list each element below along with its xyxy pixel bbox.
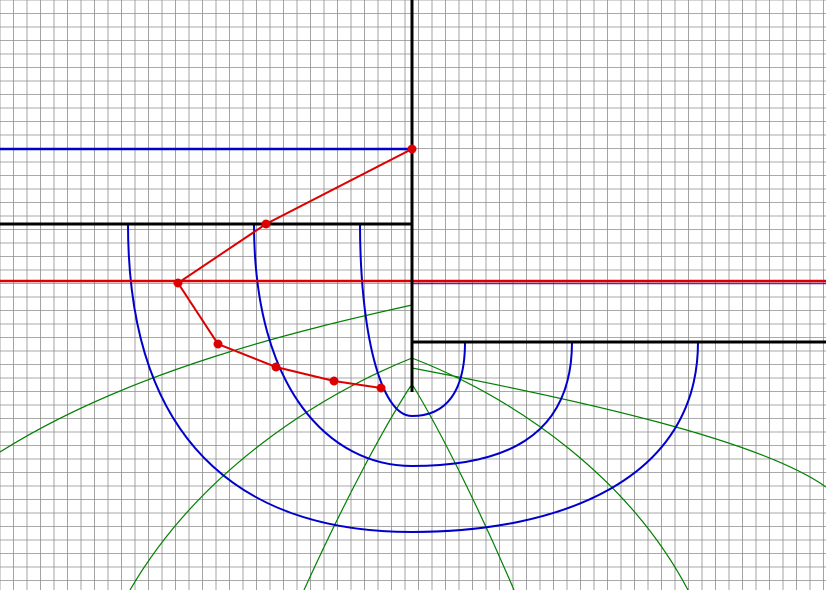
phreatic-point: [213, 339, 223, 349]
flow-line: [411, 383, 515, 590]
phreatic-point: [329, 376, 339, 386]
flow-lines: [0, 304, 826, 590]
flow-line: [303, 383, 413, 590]
equipotential-line: [127, 223, 699, 534]
phreatic-point: [261, 219, 271, 229]
flow-line: [411, 367, 826, 488]
phreatic-point: [376, 383, 386, 393]
equipotential-lines: [127, 223, 699, 534]
equipotential-line: [253, 223, 573, 468]
flow-line: [129, 357, 413, 590]
equipotential-line: [359, 223, 466, 418]
phreatic-point: [407, 144, 417, 154]
phreatic-line: [176, 148, 413, 389]
phreatic-point: [173, 278, 183, 288]
phreatic-point: [271, 362, 281, 372]
phreatic-line-points: [173, 144, 417, 393]
flow-line: [411, 357, 689, 590]
structure: [0, 0, 826, 392]
flow-line: [0, 304, 413, 453]
